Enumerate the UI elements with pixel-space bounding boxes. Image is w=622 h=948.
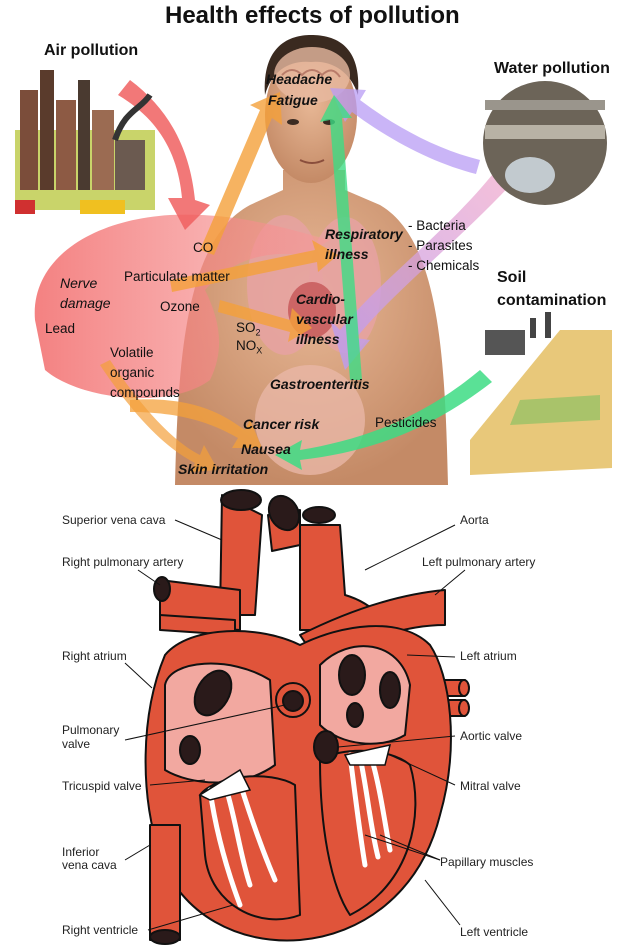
air-pollution-heading: Air pollution <box>44 42 138 60</box>
water-pollutant-parasites: - Parasites <box>408 238 473 253</box>
water-pollution-heading: Water pollution <box>494 60 610 78</box>
effect-fatigue: Fatigue <box>268 92 318 108</box>
pollution-infographic: Health effects of pollution Air pollutio… <box>0 0 622 485</box>
soil-heading-line1: Soil <box>497 269 526 287</box>
water-pollutant-chemicals: - Chemicals <box>408 258 479 273</box>
label-inferior-vena-cava-line1: Inferior <box>62 845 99 859</box>
label-left-pulmonary-artery: Left pulmonary artery <box>422 555 535 569</box>
label-inferior-vena-cava-line2: vena cava <box>62 858 117 872</box>
pollutant-voc-line2: organic <box>110 365 154 380</box>
effect-nerve-line1: Nerve <box>60 275 97 291</box>
heart-diagram: Superior vena cava Aorta Right pulmonary… <box>0 485 622 948</box>
effect-cancer-risk: Cancer risk <box>243 416 319 432</box>
label-right-pulmonary-artery: Right pulmonary artery <box>62 555 183 569</box>
pollutant-voc-line1: Volatile <box>110 345 154 360</box>
effect-skin-irritation: Skin irritation <box>178 461 268 477</box>
effect-nerve-line2: damage <box>60 295 111 311</box>
label-aorta: Aorta <box>460 513 489 527</box>
pollutant-ozone: Ozone <box>160 299 200 314</box>
water-pollutant-bacteria: - Bacteria <box>408 218 466 233</box>
water-pipe-photo <box>483 81 607 205</box>
pollutant-co: CO <box>193 240 213 255</box>
label-mitral-valve: Mitral valve <box>460 779 521 793</box>
soil-heading-line2: contamination <box>497 292 606 310</box>
label-papillary-muscles: Papillary muscles <box>440 855 533 869</box>
pollutant-lead: Lead <box>45 321 75 336</box>
label-right-atrium: Right atrium <box>62 649 127 663</box>
effect-headache: Headache <box>266 71 332 87</box>
label-left-ventricle: Left ventricle <box>460 925 528 939</box>
effect-nausea: Nausea <box>241 441 291 457</box>
effect-respiratory-line1: Respiratory <box>325 226 403 242</box>
infographic-title: Health effects of pollution <box>165 2 460 30</box>
effect-gastroenteritis: Gastroenteritis <box>270 376 370 392</box>
label-aortic-valve: Aortic valve <box>460 729 522 743</box>
effect-cardio-line2: vascular <box>296 311 353 327</box>
effect-respiratory-line2: illness <box>325 246 369 262</box>
effect-cardio-line3: illness <box>296 331 340 347</box>
pollutant-particulate: Particulate matter <box>124 269 230 284</box>
label-pulmonary-valve-line1: Pulmonary <box>62 723 119 737</box>
label-pulmonary-valve-line2: valve <box>62 737 90 751</box>
label-right-ventricle: Right ventricle <box>62 923 138 937</box>
pollutant-nox: NOX <box>236 338 262 356</box>
effect-cardio-line1: Cardio- <box>296 291 345 307</box>
pollutant-so2: SO2 <box>236 320 261 338</box>
label-superior-vena-cava: Superior vena cava <box>62 513 165 527</box>
label-left-atrium: Left atrium <box>460 649 517 663</box>
label-tricuspid-valve: Tricuspid valve <box>62 779 142 793</box>
pollutant-voc-line3: compounds <box>110 385 180 400</box>
farm-illustration <box>470 312 612 475</box>
soil-pollutant-pesticides: Pesticides <box>375 415 437 430</box>
